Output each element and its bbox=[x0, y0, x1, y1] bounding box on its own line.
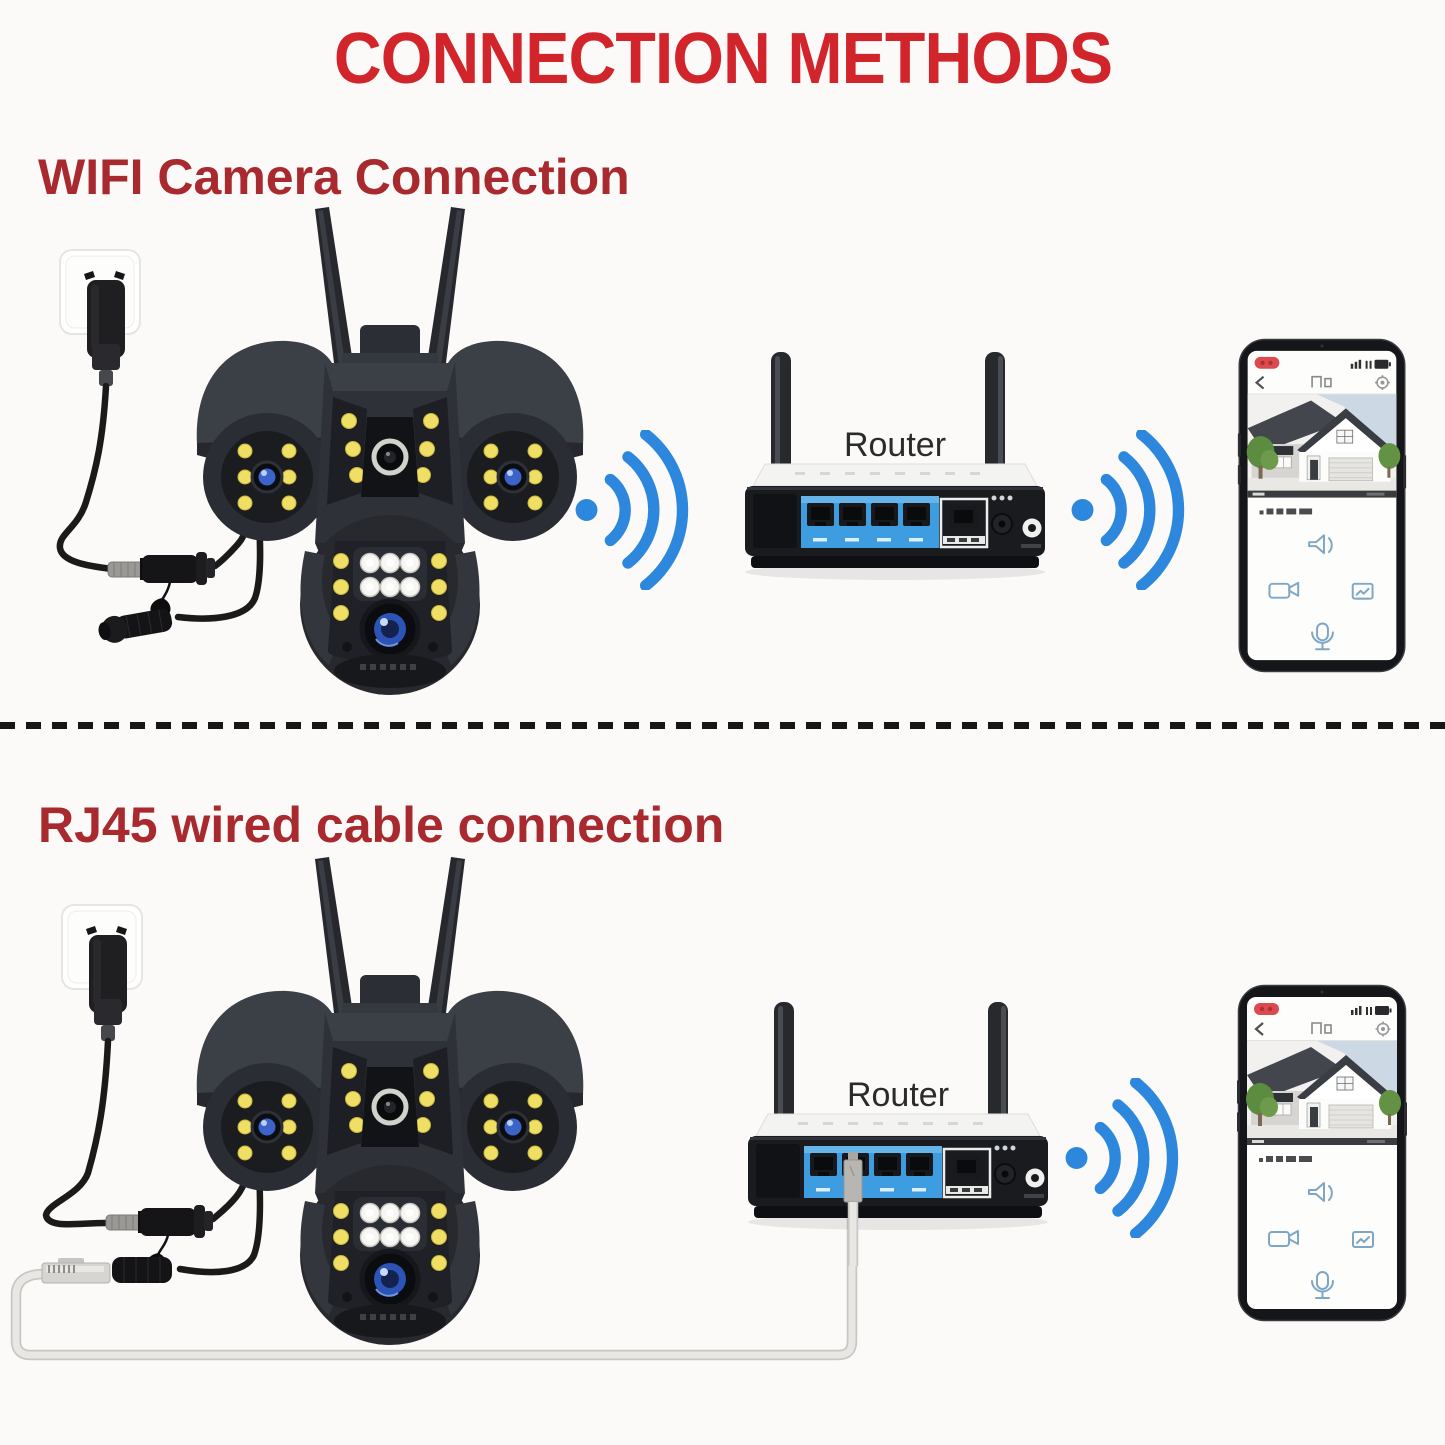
round-pigtail-connector bbox=[98, 608, 173, 643]
power-cable bbox=[56, 382, 116, 573]
power-cable bbox=[42, 1037, 112, 1228]
router-1: Router bbox=[735, 348, 1055, 588]
wifi-signal-1 bbox=[572, 430, 724, 590]
smartphone-2 bbox=[1237, 984, 1407, 1324]
security-camera-1 bbox=[195, 205, 585, 695]
ethernet-cable bbox=[12, 1209, 856, 1359]
section-divider bbox=[0, 722, 1445, 729]
wifi-signal-2 bbox=[1068, 430, 1220, 590]
dc-splitter-connector bbox=[107, 552, 215, 619]
page-title: CONNECTION METHODS bbox=[333, 19, 1112, 99]
section1-heading: WIFI Camera Connection bbox=[38, 149, 630, 205]
rj45-plug-at-router bbox=[843, 1152, 863, 1266]
section2-cabling bbox=[10, 904, 858, 1361]
router-2: Router bbox=[738, 998, 1058, 1238]
power-adapter bbox=[87, 280, 125, 386]
router-1-label: Router bbox=[843, 426, 947, 464]
security-camera-2 bbox=[195, 855, 585, 1345]
power-adapter bbox=[89, 935, 127, 1041]
section1-power-cabling bbox=[56, 249, 264, 643]
rj45-connector bbox=[41, 1257, 172, 1284]
router-2-label: Router bbox=[846, 1076, 950, 1114]
section2-heading: RJ45 wired cable connection bbox=[38, 797, 725, 853]
wifi-signal-3 bbox=[1062, 1078, 1214, 1238]
smartphone-1 bbox=[1237, 338, 1407, 675]
